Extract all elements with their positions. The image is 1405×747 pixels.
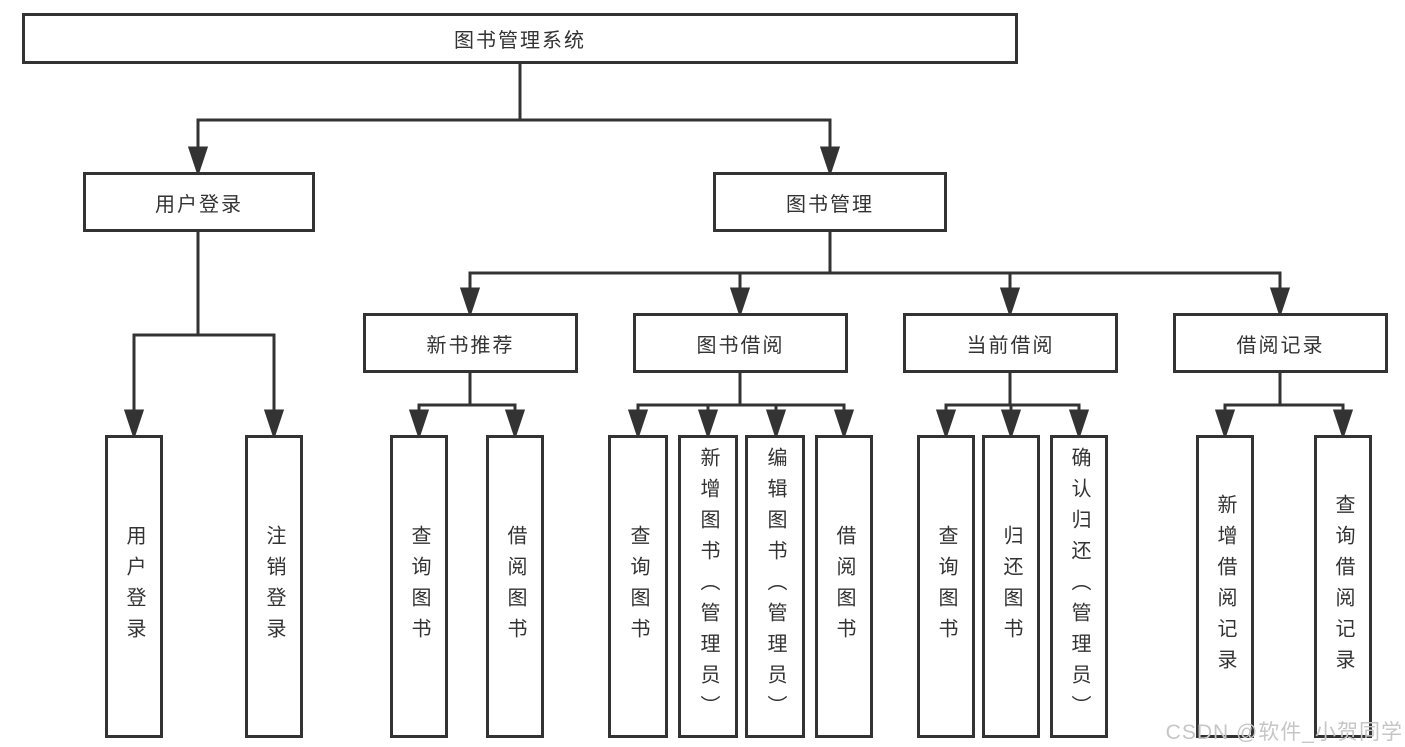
node-book-borrow: 图书借阅	[633, 313, 848, 373]
node-current-borrow: 当前借阅	[903, 313, 1118, 373]
leaf-borrow-borrow-books: 借阅图书	[815, 435, 873, 738]
leaf-borrow-add-books-admin: 新增图书（管理员）	[678, 435, 738, 738]
leaf-user-login: 用户登录	[105, 435, 163, 738]
leaf-borrow-edit-books-admin: 编辑图书（管理员）	[745, 435, 805, 738]
leaf-logout: 注销登录	[245, 435, 303, 738]
node-user-login: 用户登录	[83, 172, 315, 232]
leaf-newbook-query-books: 查询图书	[390, 435, 448, 738]
leaf-borrow-query-books: 查询图书	[608, 435, 668, 738]
node-book-management: 图书管理	[713, 172, 947, 232]
leaf-current-confirm-return-admin: 确认归还（管理员）	[1050, 435, 1108, 738]
leaf-current-return-books: 归还图书	[982, 435, 1040, 738]
leaf-current-query-books: 查询图书	[917, 435, 975, 738]
leaf-records-add-record: 新增借阅记录	[1196, 435, 1254, 738]
leaf-newbook-borrow-books: 借阅图书	[486, 435, 544, 738]
leaf-records-query-record: 查询借阅记录	[1314, 435, 1372, 738]
node-root: 图书管理系统	[22, 13, 1018, 64]
node-borrow-records: 借阅记录	[1173, 313, 1388, 373]
node-new-book-recommend: 新书推荐	[363, 313, 578, 373]
csdn-watermark: CSDN @软件_小贺同学	[1165, 721, 1403, 744]
